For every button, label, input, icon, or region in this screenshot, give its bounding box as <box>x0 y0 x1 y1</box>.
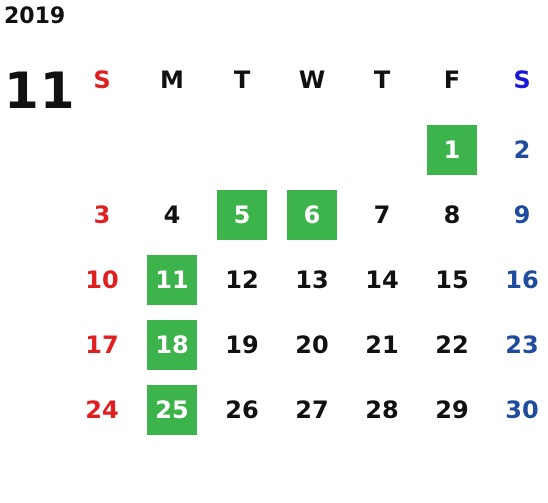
day-16[interactable]: 16 <box>505 266 539 294</box>
day-4[interactable]: 4 <box>163 201 181 229</box>
day-30[interactable]: 30 <box>505 396 539 424</box>
day-6[interactable]: 6 <box>287 190 337 240</box>
day-19[interactable]: 19 <box>225 331 259 359</box>
day-29[interactable]: 29 <box>435 396 469 424</box>
day-20[interactable]: 20 <box>295 331 329 359</box>
weekday-header-sat: S <box>513 66 531 94</box>
day-26[interactable]: 26 <box>225 396 259 424</box>
weekday-header-fri: F <box>443 66 461 94</box>
day-9[interactable]: 9 <box>513 201 531 229</box>
weekday-header-tue: T <box>233 66 251 94</box>
day-7[interactable]: 7 <box>373 201 391 229</box>
day-15[interactable]: 15 <box>435 266 469 294</box>
year-label: 2019 <box>4 4 66 29</box>
day-24[interactable]: 24 <box>85 396 119 424</box>
day-13[interactable]: 13 <box>295 266 329 294</box>
weekday-header-sun: S <box>93 66 111 94</box>
day-5[interactable]: 5 <box>217 190 267 240</box>
day-23[interactable]: 23 <box>505 331 539 359</box>
weekday-header-wed: W <box>298 66 326 94</box>
day-25[interactable]: 25 <box>147 385 197 435</box>
weekday-header-mon: M <box>160 66 184 94</box>
day-2[interactable]: 2 <box>513 136 531 164</box>
day-8[interactable]: 8 <box>443 201 461 229</box>
day-11[interactable]: 11 <box>147 255 197 305</box>
day-22[interactable]: 22 <box>435 331 469 359</box>
month-label: 11 <box>4 62 76 120</box>
day-1[interactable]: 1 <box>427 125 477 175</box>
day-10[interactable]: 10 <box>85 266 119 294</box>
day-17[interactable]: 17 <box>85 331 119 359</box>
day-14[interactable]: 14 <box>365 266 399 294</box>
day-12[interactable]: 12 <box>225 266 259 294</box>
day-18[interactable]: 18 <box>147 320 197 370</box>
day-27[interactable]: 27 <box>295 396 329 424</box>
day-28[interactable]: 28 <box>365 396 399 424</box>
day-3[interactable]: 3 <box>93 201 111 229</box>
day-21[interactable]: 21 <box>365 331 399 359</box>
weekday-header-thu: T <box>373 66 391 94</box>
